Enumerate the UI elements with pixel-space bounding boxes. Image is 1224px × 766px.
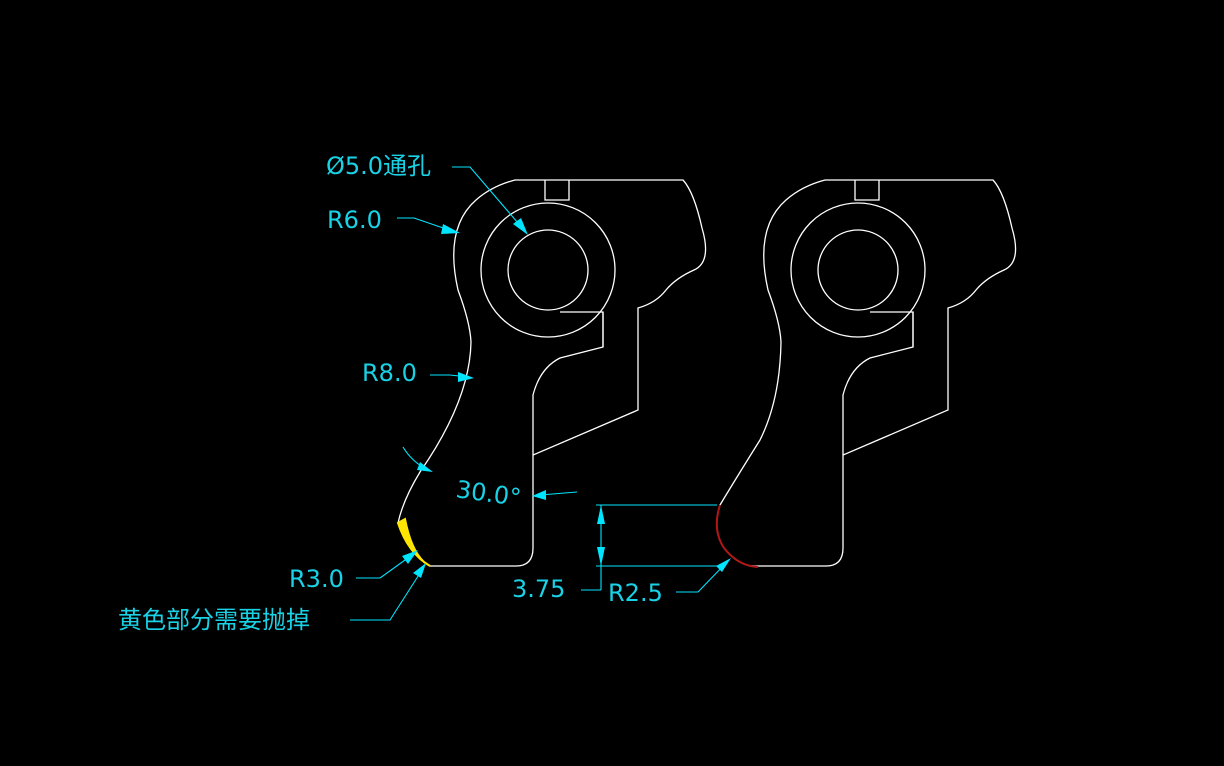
hole-leader — [452, 166, 525, 231]
angle-leader-arrowhead — [532, 490, 546, 500]
angle-arc-arrowhead — [417, 462, 433, 472]
r6-leader-arrowhead — [441, 224, 460, 234]
right-boss-outer-circle — [790, 202, 926, 338]
angle-leader — [539, 491, 578, 496]
annotation-leaders — [350, 166, 731, 621]
left-slot — [544, 180, 570, 201]
left-part-outline — [397, 179, 707, 567]
r8-callout: R8.0 — [362, 359, 417, 387]
right-part — [715, 179, 1017, 568]
right-part-outline — [716, 179, 1017, 567]
left-removed-region-yellow — [396, 517, 431, 567]
dim-375-callout: 3.75 — [512, 575, 565, 603]
left-boss-outer-circle — [480, 202, 616, 338]
left-boss-bracket — [560, 311, 604, 347]
left-hole-circle — [507, 229, 589, 311]
r25-leader — [676, 562, 727, 593]
note-leader — [350, 569, 423, 621]
r6-callout: R6.0 — [327, 206, 382, 234]
left-part — [396, 179, 707, 567]
r3-leader — [356, 554, 413, 579]
right-slot — [854, 180, 880, 201]
right-boss-bracket — [870, 311, 914, 347]
right-part-neck — [842, 312, 914, 455]
angle-callout: 30.0° — [454, 475, 523, 512]
right-new-fillet-arc — [715, 504, 759, 568]
left-part-neck — [532, 312, 604, 455]
hole-callout: Ø5.0通孔 — [326, 152, 431, 180]
right-hole-circle — [817, 229, 899, 311]
note-leader-arrowhead — [413, 563, 426, 578]
r25-callout: R2.5 — [608, 579, 663, 607]
dim-375-arrow-bottom — [597, 547, 605, 566]
hole-leader-arrowhead — [513, 218, 528, 235]
annotation-text: Ø5.0通孔 R6.0 R8.0 30.0° R3.0 黄色部分需要抛掉 3.7… — [118, 152, 663, 634]
r3-leader-arrowhead — [402, 550, 418, 564]
r6-leader — [397, 217, 453, 232]
r25-leader-arrowhead — [716, 558, 731, 572]
dim-375-arrow-top — [597, 505, 605, 524]
removal-note: 黄色部分需要抛掉 — [118, 606, 310, 634]
r3-callout: R3.0 — [289, 565, 344, 593]
r8-leader-arrowhead — [458, 372, 474, 382]
